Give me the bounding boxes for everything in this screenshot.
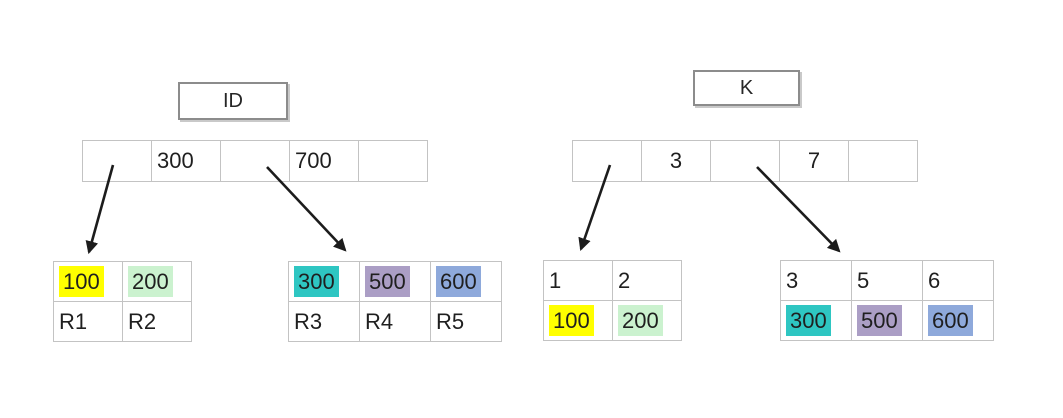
index-label-box-k: K: [693, 70, 800, 106]
leaf-value-row: 100 200: [53, 261, 192, 302]
leaf-cell-r2: R2: [122, 301, 192, 342]
leaf-cell-key-6: 6: [922, 260, 994, 301]
id-root-cell-pointer: [358, 140, 428, 182]
k-root-node: 3 7: [572, 140, 918, 182]
leaf-cell-500: 500: [359, 261, 431, 302]
k-root-cell-key-3: 3: [641, 140, 711, 182]
id-root-cell-pointer: [82, 140, 152, 182]
highlighted-value: 500: [365, 266, 410, 297]
leaf-cell-100: 100: [543, 300, 613, 341]
leaf-cell-r1: R1: [53, 301, 123, 342]
leaf-cell-600: 600: [430, 261, 502, 302]
k-root-row: 3 7: [572, 140, 918, 182]
leaf-cell-500: 500: [851, 300, 923, 341]
id-root-row: 300 700: [82, 140, 428, 182]
leaf-cell-key-3: 3: [780, 260, 852, 301]
k-root-cell-pointer: [710, 140, 780, 182]
leaf-cell-key-2: 2: [612, 260, 682, 301]
highlighted-value: 300: [786, 305, 831, 336]
highlighted-value: 600: [928, 305, 973, 336]
leaf-value-row: 300 500 600: [780, 300, 994, 341]
leaf-key-row: 1 2: [543, 260, 682, 301]
leaf-rowid-row: R3 R4 R5: [288, 301, 502, 342]
highlighted-value: 500: [857, 305, 902, 336]
leaf-value-row: 300 500 600: [288, 261, 502, 302]
leaf-cell-600: 600: [922, 300, 994, 341]
k-leaf-table-left: 1 2 100 200: [543, 260, 682, 341]
index-label-box-id: ID: [178, 82, 288, 120]
leaf-cell-300: 300: [288, 261, 360, 302]
index-label-id: ID: [223, 89, 243, 112]
leaf-cell-100: 100: [53, 261, 123, 302]
highlighted-value: 100: [549, 305, 594, 336]
leaf-rowid-row: R1 R2: [53, 301, 192, 342]
id-root-cell-pointer: [220, 140, 290, 182]
leaf-cell-r4: R4: [359, 301, 431, 342]
index-label-k: K: [739, 76, 754, 99]
k-root-cell-pointer: [848, 140, 918, 182]
leaf-cell-key-5: 5: [851, 260, 923, 301]
id-root-cell-key-300: 300: [151, 140, 221, 182]
k-root-cell-pointer: [572, 140, 642, 182]
id-leaf-table-right: 300 500 600 R3 R4 R5: [288, 261, 502, 342]
id-root-cell-key-700: 700: [289, 140, 359, 182]
leaf-cell-r5: R5: [430, 301, 502, 342]
highlighted-value: 200: [618, 305, 663, 336]
id-root-node: 300 700: [82, 140, 428, 182]
k-root-cell-key-7: 7: [779, 140, 849, 182]
highlighted-value: 300: [294, 266, 339, 297]
leaf-value-row: 100 200: [543, 300, 682, 341]
highlighted-value: 200: [128, 266, 173, 297]
k-leaf-table-right: 3 5 6 300 500 600: [780, 260, 994, 341]
leaf-cell-r3: R3: [288, 301, 360, 342]
id-leaf-table-left: 100 200 R1 R2: [53, 261, 192, 342]
leaf-key-row: 3 5 6: [780, 260, 994, 301]
leaf-cell-200: 200: [612, 300, 682, 341]
leaf-cell-200: 200: [122, 261, 192, 302]
highlighted-value: 100: [59, 266, 104, 297]
leaf-cell-300: 300: [780, 300, 852, 341]
highlighted-value: 600: [436, 266, 481, 297]
leaf-cell-key-1: 1: [543, 260, 613, 301]
